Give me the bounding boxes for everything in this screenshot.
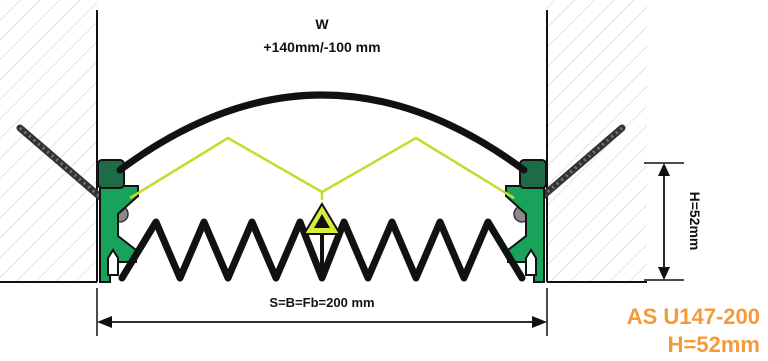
height-dimension [644,162,684,281]
span-label: S=B=Fb=200 mm [269,295,374,310]
height-label: H=52mm [687,192,703,251]
top-width-label: W [315,16,329,32]
spring-arm-line [129,136,515,200]
product-code-label: AS U147-200 [627,304,760,329]
anchor-icon-right [525,248,537,276]
product-height-label: H=52mm [668,332,760,357]
anchor-icon-left [107,248,119,276]
triangle-clip-icon [302,202,342,280]
left-concrete-substrate [0,0,98,283]
top-cover-arch [116,91,528,174]
right-concrete-substrate [546,0,647,283]
span-dimension [96,288,548,336]
top-tolerance-label: +140mm/-100 mm [263,39,380,55]
